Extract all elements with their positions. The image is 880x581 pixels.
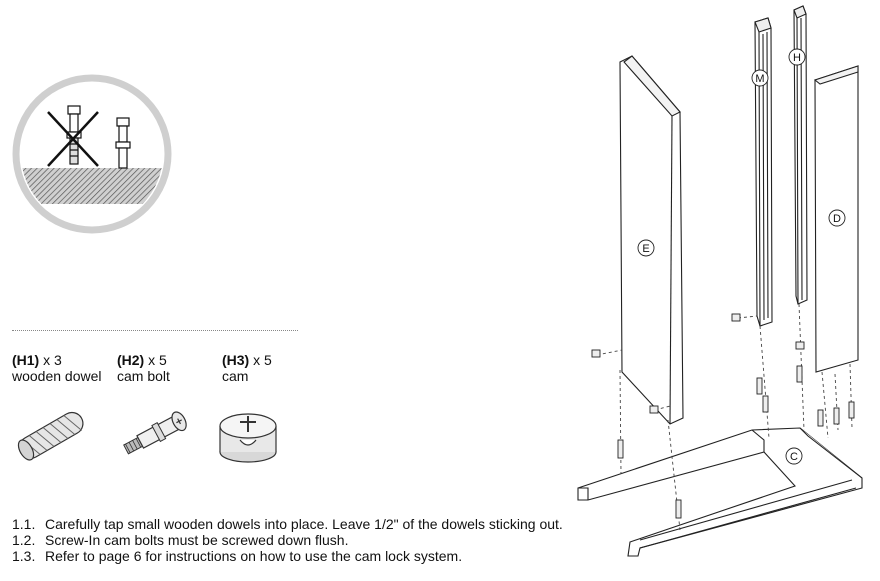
cam-bolt-marker bbox=[649, 405, 659, 414]
hardware-h1-label: (H1) x 3 wooden dowel bbox=[12, 352, 102, 384]
hardware-h2-label: (H2) x 5 cam bolt bbox=[117, 352, 170, 384]
instruction-step: 1.1.Carefully tap small wooden dowels in… bbox=[12, 516, 563, 532]
divider bbox=[12, 330, 298, 331]
instructions-list: 1.1.Carefully tap small wooden dowels in… bbox=[12, 516, 632, 564]
part-label-e: E bbox=[642, 243, 649, 255]
cam-bolt-marker bbox=[731, 313, 741, 322]
cam-bolt-marker bbox=[591, 349, 601, 358]
hardware-h3-label: (H3) x 5 cam bbox=[222, 352, 272, 384]
dowel-marker bbox=[848, 401, 855, 419]
instruction-step: 1.3.Refer to page 6 for instructions on … bbox=[12, 548, 463, 564]
cam-bolt-icon bbox=[123, 411, 187, 455]
dowel-marker bbox=[756, 377, 763, 395]
dowel-marker bbox=[617, 439, 624, 459]
instruction-step: 1.2.Screw-In cam bolts must be screwed d… bbox=[12, 532, 349, 548]
wooden-dowel-icon bbox=[17, 411, 84, 461]
assembly-diagram: E M H D C bbox=[577, 5, 863, 557]
dowel-marker bbox=[817, 409, 824, 427]
part-label-c: C bbox=[790, 451, 798, 463]
detail-circle bbox=[12, 74, 172, 234]
dowel-marker bbox=[833, 407, 840, 425]
part-label-m: M bbox=[755, 73, 764, 85]
correct-bolt-icon bbox=[115, 117, 131, 169]
part-label-d: D bbox=[833, 213, 841, 225]
dowel-marker bbox=[796, 365, 803, 383]
cam-icon bbox=[219, 413, 277, 463]
dowel-marker bbox=[675, 499, 682, 519]
part-label-h: H bbox=[793, 52, 801, 64]
cam-bolt-marker bbox=[795, 341, 805, 350]
dowel-marker bbox=[762, 395, 769, 413]
